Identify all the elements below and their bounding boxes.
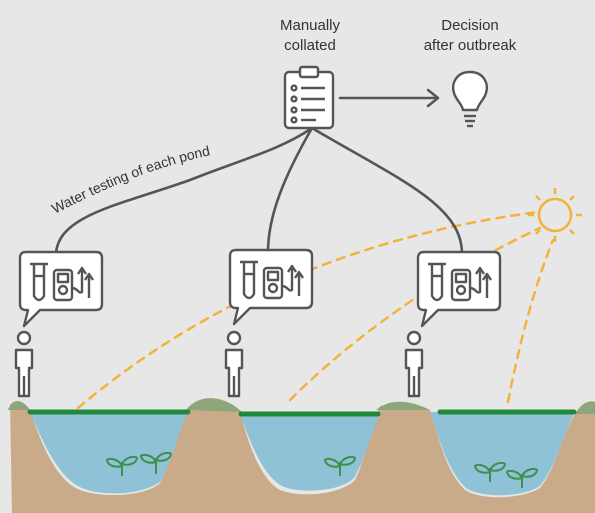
water-test-kit-icon [416,250,502,328]
algae-layers [27,409,577,417]
station-3 [404,250,502,398]
person-icon [14,330,34,398]
sun-icon [528,188,582,242]
clipboard-checklist-icon [283,65,335,130]
station-2 [224,248,314,398]
pond-1 [30,412,188,494]
pond-3 [430,412,575,496]
person-icon [404,330,424,398]
person-icon [224,330,244,398]
manually-label-line1: Manually [280,17,341,34]
manually-label-line2: collated [284,37,336,54]
water-test-kit-icon [18,250,104,328]
ponds [30,412,575,496]
station-1 [14,250,104,398]
lightbulb-icon [452,70,488,128]
pond-2 [240,414,380,491]
collation-lines [54,126,464,255]
arrow-icon [338,88,440,108]
water-testing-label: Water testing of each pond [49,142,211,216]
decision-label-line1: Decision [441,17,499,34]
water-test-kit-icon [228,248,314,326]
grass-banks [8,398,595,414]
ground-soil [10,403,595,513]
seedling-icon [106,451,538,488]
decision-label-line2: after outbreak [424,37,517,54]
